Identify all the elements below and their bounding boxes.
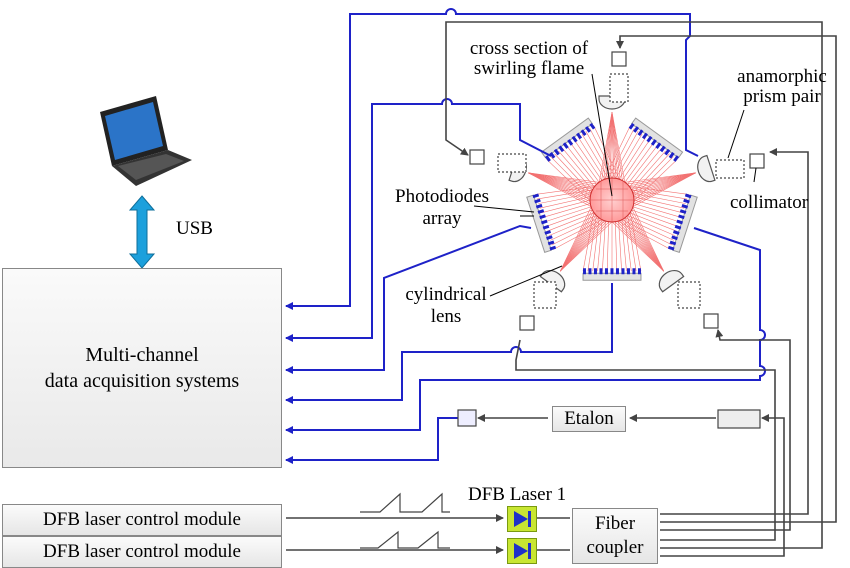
prism-pair-top: [609, 73, 629, 103]
collimator-top: [611, 51, 627, 67]
detector-plate: [540, 117, 594, 159]
etalon-box: Etalon: [552, 406, 626, 432]
prism-label-1: anamorphic: [737, 66, 827, 87]
detector-plates: [526, 117, 698, 281]
collimator-lower-left: [519, 315, 535, 331]
fiber-coupler-box: Fiber coupler: [572, 508, 658, 564]
collimator-lower-right: [703, 313, 719, 329]
photodiode-array: [532, 193, 557, 251]
prism-pair-lower-right: [677, 281, 701, 309]
fiber-line2: coupler: [586, 537, 644, 558]
collimator-left: [469, 149, 485, 165]
prism-pair-left: [497, 153, 527, 173]
dfb-laser-2-icon: [507, 538, 537, 564]
photodiodes-label-2: array: [422, 208, 462, 229]
flame-grid: [590, 178, 634, 222]
prism-pair-right: [715, 159, 745, 179]
photodiodes-label-1: Photodiodes: [395, 186, 489, 207]
laptop-icon: [100, 96, 192, 186]
collimator-label: collimator: [730, 192, 809, 213]
daq-line1: Multi-channel: [85, 344, 199, 366]
optical-components: [457, 51, 765, 429]
lens-label-2: lens: [430, 306, 462, 327]
photodiode-array: [544, 122, 596, 162]
fiber-lines: [286, 21, 837, 557]
detector-plate: [630, 117, 684, 159]
signal-lines: [285, 8, 766, 464]
label-pointers: [473, 73, 757, 297]
flame-label-1: cross section of: [469, 38, 589, 59]
flame-label-2: swirling flame: [473, 58, 585, 79]
usb-label: USB: [176, 218, 213, 239]
sawtooth-waveforms: [360, 492, 450, 549]
data-acquisition-box: Multi-channel data acquisition systems: [2, 268, 282, 468]
cylindrical-lens: [539, 270, 566, 293]
dfb-laser-label: DFB Laser 1: [468, 484, 567, 505]
prism-label-2: prism pair: [743, 86, 821, 107]
dfb-control-module-2: DFB laser control module: [2, 536, 282, 568]
dfb-laser-1-icon: [507, 506, 537, 532]
usb-arrow: [128, 195, 156, 269]
detector-plate: [582, 272, 642, 281]
dfb-control-module-1: DFB laser control module: [2, 504, 282, 536]
daq-line2: data acquisition systems: [44, 370, 240, 392]
cylindrical-lens: [658, 270, 685, 293]
etalon-collimator: [717, 409, 761, 429]
fiber-line1: Fiber: [594, 513, 636, 534]
lens-label-1: cylindrical: [405, 284, 487, 305]
photodiodes-arrays: [532, 122, 692, 275]
collimator-right: [749, 153, 765, 169]
photodiode-array: [628, 122, 680, 162]
cylindrical-lens: [697, 154, 716, 183]
etalon-detector: [457, 409, 477, 427]
prism-pair-lower-left: [533, 281, 557, 309]
photodiode-array: [667, 193, 692, 251]
